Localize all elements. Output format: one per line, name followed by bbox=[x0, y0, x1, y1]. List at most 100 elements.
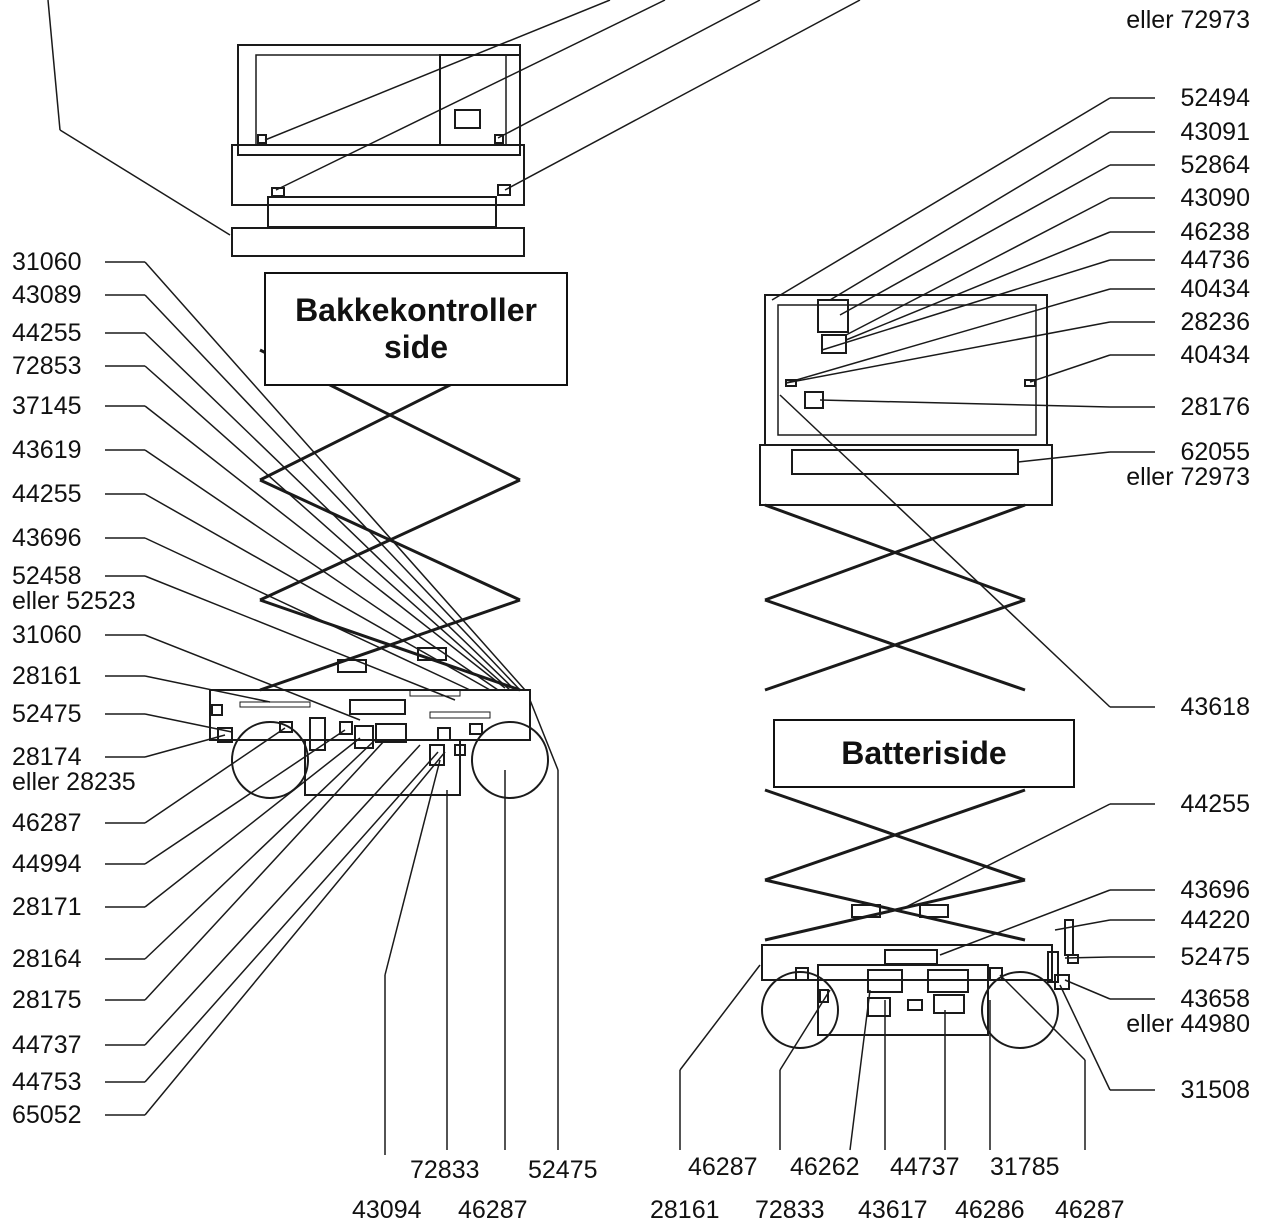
part-number-label: 44737 bbox=[890, 1153, 960, 1181]
part-number-label: 44753 bbox=[12, 1068, 82, 1096]
chassis-decal bbox=[927, 969, 969, 993]
leader-line bbox=[821, 259, 1111, 351]
leader-line bbox=[144, 737, 361, 908]
leader-line bbox=[785, 288, 1111, 384]
leader-line bbox=[779, 394, 1111, 708]
leader-line bbox=[845, 231, 1111, 341]
part-number-label: 28161 bbox=[650, 1196, 720, 1223]
wheel bbox=[761, 971, 839, 1049]
part-number-label: 28236 bbox=[1180, 308, 1250, 336]
part-number-label: 46287 bbox=[458, 1196, 528, 1223]
platform-decal bbox=[267, 196, 497, 228]
part-number-label: 28176 bbox=[1180, 393, 1250, 421]
leader-line bbox=[144, 332, 516, 691]
chassis-stripe bbox=[239, 701, 311, 708]
chassis-decal bbox=[819, 989, 829, 1003]
leader-line bbox=[144, 493, 491, 691]
chassis-decal bbox=[349, 699, 406, 715]
leader-line bbox=[47, 0, 61, 131]
leader-line bbox=[779, 989, 831, 1071]
line-drawing bbox=[47, 0, 1155, 1155]
leader-line bbox=[144, 751, 439, 1083]
part-number-label: 72833 bbox=[410, 1156, 480, 1184]
part-number-label: 52475 bbox=[528, 1156, 598, 1184]
battery-side-text: Batteriside bbox=[841, 735, 1007, 772]
part-number-alt-label: eller 52523 bbox=[12, 587, 136, 615]
platform-deck bbox=[759, 444, 1053, 506]
leader-line bbox=[829, 131, 1111, 301]
leader-line bbox=[849, 989, 871, 1151]
leader-line bbox=[144, 713, 233, 733]
rail-decal bbox=[1024, 379, 1036, 387]
platform-rail-lower bbox=[231, 144, 525, 206]
leader-line bbox=[264, 0, 611, 141]
platform-decal bbox=[791, 449, 1019, 475]
part-number-label: 28164 bbox=[12, 945, 82, 973]
chassis-decal bbox=[339, 721, 353, 735]
wheel bbox=[981, 971, 1059, 1049]
part-number-label: 52864 bbox=[1180, 151, 1250, 179]
part-number-label: 46287 bbox=[1055, 1196, 1125, 1223]
leader-line bbox=[845, 197, 1111, 336]
part-number-label: 44737 bbox=[12, 1031, 82, 1059]
part-number-label: 44994 bbox=[12, 850, 82, 878]
leader-line bbox=[144, 261, 526, 691]
leader-line bbox=[839, 164, 1111, 316]
part-number-label: 43090 bbox=[1180, 184, 1250, 212]
part-number-label: 31060 bbox=[12, 248, 82, 276]
platform-rail bbox=[764, 294, 1048, 446]
part-number-label: 40434 bbox=[1180, 341, 1250, 369]
part-number-label: 31508 bbox=[1180, 1076, 1250, 1104]
leader-line bbox=[144, 744, 421, 1046]
leader-line bbox=[144, 675, 271, 703]
chassis-stripe bbox=[409, 689, 461, 697]
platform-rail-inner bbox=[255, 54, 507, 146]
leader-line bbox=[144, 365, 511, 691]
part-number-label: 31785 bbox=[990, 1153, 1060, 1181]
part-number-label: 44255 bbox=[12, 319, 82, 347]
part-number-label: 43089 bbox=[12, 281, 82, 309]
chassis-decal bbox=[437, 727, 451, 741]
scissor-arm bbox=[259, 598, 521, 692]
leader-line bbox=[497, 0, 761, 139]
leader-line bbox=[1017, 451, 1111, 463]
part-number-label: 72833 bbox=[755, 1196, 825, 1223]
part-number-alt-label: eller 72973 bbox=[1126, 463, 1250, 491]
platform-rail bbox=[237, 44, 521, 156]
leader-line bbox=[144, 727, 286, 824]
part-number-label: 52475 bbox=[1180, 943, 1250, 971]
chassis-decal bbox=[867, 997, 891, 1017]
part-number-label: 46287 bbox=[12, 809, 82, 837]
rail-decal bbox=[494, 134, 504, 144]
leader-line bbox=[771, 97, 1111, 301]
part-number-label: 43091 bbox=[1180, 118, 1250, 146]
leader-line bbox=[144, 729, 346, 865]
ground-control-side-label: Bakkekontroller side bbox=[264, 272, 568, 386]
part-number-alt-label: eller 44980 bbox=[1126, 1010, 1250, 1038]
part-number-label: 40434 bbox=[1180, 275, 1250, 303]
leader-line bbox=[785, 321, 1111, 384]
part-number-label: 44736 bbox=[1180, 246, 1250, 274]
part-number-label: 37145 bbox=[12, 392, 82, 420]
leader-line bbox=[144, 739, 386, 1001]
part-number-label: 46287 bbox=[688, 1153, 758, 1181]
chassis-decal bbox=[375, 723, 407, 743]
leader-line bbox=[144, 575, 456, 701]
leader-line bbox=[999, 974, 1086, 1061]
scissor-arm bbox=[764, 598, 1026, 692]
scissor-arm bbox=[259, 478, 521, 602]
leader-line bbox=[384, 759, 441, 976]
chassis-decal bbox=[933, 994, 965, 1014]
platform-deck bbox=[231, 227, 525, 257]
part-number-label: 44255 bbox=[1180, 790, 1250, 818]
part-number-label: 65052 bbox=[12, 1101, 82, 1129]
ground-control-side-text: Bakkekontroller side bbox=[295, 292, 537, 365]
chassis-decal bbox=[884, 949, 938, 965]
part-number-label: 46238 bbox=[1180, 218, 1250, 246]
scissor-decal bbox=[851, 904, 881, 918]
control-box-decal bbox=[454, 109, 481, 129]
part-number-label: 28175 bbox=[12, 986, 82, 1014]
part-number-label: 28171 bbox=[12, 893, 82, 921]
leader-line bbox=[144, 634, 361, 721]
